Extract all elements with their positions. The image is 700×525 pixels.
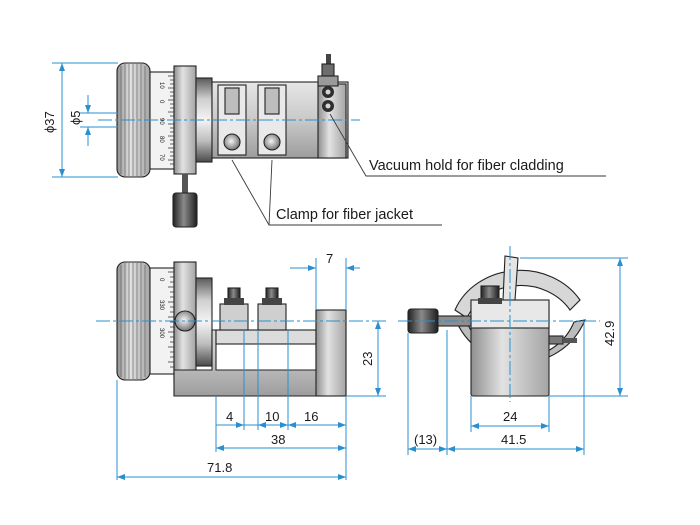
top-scale-label: 0: [158, 100, 164, 104]
side-view-dimensions: 42.9 24 (13) 41.5: [407, 257, 628, 455]
callout-clamp: Clamp for fiber jacket: [231, 159, 442, 226]
front-scale-label: 330: [158, 300, 164, 311]
front-clamp-left: [219, 287, 249, 331]
front-rail: [215, 329, 317, 345]
top-scale-label: 10: [158, 82, 164, 89]
dim-24: 24: [503, 409, 517, 424]
dim-phi5: ϕ5: [68, 110, 83, 125]
top-scale-label: 80: [158, 136, 164, 143]
side-clamp-screw: [478, 285, 502, 304]
dim-38: 38: [271, 432, 285, 447]
front-clamp-right: [257, 287, 287, 331]
top-view: 10 0 90 80 70: [98, 54, 360, 228]
top-scale-label: 90: [158, 118, 164, 125]
front-view-dimensions: 7 23 4 10 16 38 71.8: [116, 251, 386, 480]
front-scale-label: 0: [158, 278, 164, 282]
front-view: 0 330 300: [96, 261, 386, 397]
dim-10: 10: [265, 409, 279, 424]
callout-vacuum: Vacuum hold for fiber cladding: [329, 113, 606, 177]
callout-vacuum-label: Vacuum hold for fiber cladding: [369, 158, 564, 174]
dim-41-5: 41.5: [501, 432, 526, 447]
dim-13: (13): [414, 432, 437, 447]
dim-23: 23: [360, 352, 375, 366]
callout-clamp-label: Clamp for fiber jacket: [276, 207, 413, 223]
top-scale-label: 70: [158, 154, 164, 161]
dim-4: 4: [226, 409, 233, 424]
dim-phi37: ϕ37: [42, 111, 57, 133]
front-vacuum-block: [315, 309, 347, 397]
top-adjust-knob: [172, 174, 198, 228]
front-scale-label: 300: [158, 328, 164, 339]
top-view-dimensions: ϕ37 ϕ5: [42, 62, 118, 178]
dim-71-8: 71.8: [207, 460, 232, 475]
side-view: [398, 246, 600, 402]
top-vacuum-fitting: [317, 54, 339, 112]
dim-42-9: 42.9: [602, 321, 617, 346]
dim-16: 16: [304, 409, 318, 424]
side-vacuum-fitting: [548, 335, 577, 345]
front-sleeve: [195, 277, 213, 367]
dim-7: 7: [326, 251, 333, 266]
